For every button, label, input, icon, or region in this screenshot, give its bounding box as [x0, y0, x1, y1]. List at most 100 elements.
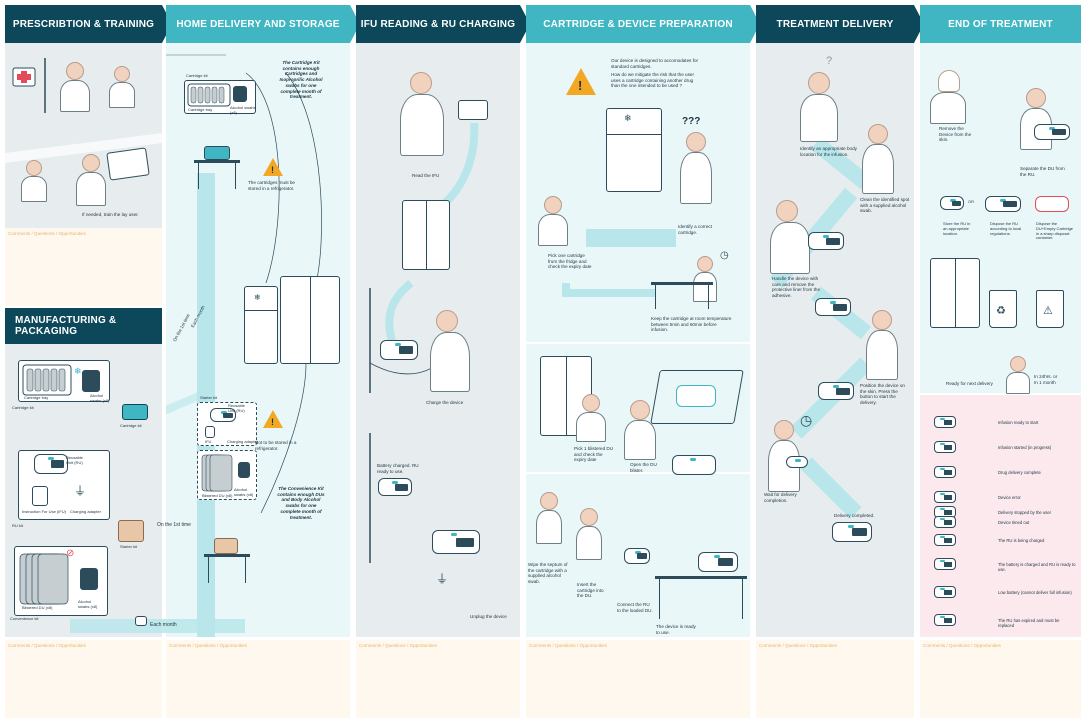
home-swabs-label: Alcohol swabs (x8) — [230, 105, 256, 115]
open-du-note: Open the DU blister. — [630, 462, 657, 473]
warning-mark: ! — [271, 417, 274, 427]
home-adapter-label: Charging adapter — [227, 439, 258, 444]
comments-label: Comments / Questions / Opportunities — [169, 643, 247, 648]
mitigate-note: How do we mitigate the risk that the use… — [611, 72, 694, 89]
connect-note: Connect the RU to the loaded DU. — [617, 602, 653, 613]
header-title: TREATMENT DELIVERY — [776, 18, 894, 30]
du-cartridge — [1035, 196, 1069, 212]
charging-adapter-label: Charging adapter — [70, 509, 101, 514]
opened-du — [672, 455, 716, 475]
home-table — [194, 160, 240, 163]
legend-device-icon — [934, 614, 956, 626]
cartridge-table — [651, 282, 713, 285]
home-cartridge-tray-label: Cartridge tray — [188, 107, 213, 112]
started-device — [818, 382, 854, 400]
home-cartridge-tray — [187, 83, 231, 107]
legend-item-label: The battery is charged and RU is ready t… — [998, 562, 1076, 572]
comments-panel — [356, 640, 520, 718]
header-ifu: IFU READING & RU CHARGING — [356, 5, 520, 43]
header-chevron — [914, 5, 924, 43]
ready-device — [698, 552, 738, 572]
no-fridge-icon: ⊘ — [66, 548, 75, 559]
cupboard-divider — [310, 276, 311, 364]
home-du-label: Blistered DU (x8) — [202, 493, 233, 498]
header-title: CARTRIDGE & DEVICE PREPARATION — [543, 18, 733, 30]
header-manufacturing: MANUFACTURING & PACKAGING — [5, 308, 162, 344]
header-prescription: PRESCRIBTION & TRAINING — [5, 5, 162, 43]
comments-panel — [5, 640, 162, 718]
connected-du — [624, 548, 650, 564]
header-cartridge: CARTRIDGE & DEVICE PREPARATION — [526, 5, 750, 43]
home-starter-kit-box — [197, 402, 257, 446]
insert-note: Insert the cartridge into the DU. — [577, 582, 604, 599]
charging-device — [380, 340, 418, 360]
in-24-note: In 24hrs. or In 1 month — [1034, 374, 1058, 385]
header-chevron — [520, 5, 530, 43]
dispose-ru-label: Dispose the RU according to local regula… — [990, 221, 1022, 236]
comments-panel — [526, 640, 750, 718]
or-label: OR — [968, 199, 974, 204]
comments-panel — [166, 640, 350, 718]
pick-du-note: Pick 1 blistered DU and check the expiry… — [574, 446, 614, 463]
calendar-icon — [135, 616, 147, 626]
table-leg — [742, 579, 743, 619]
legend-item-label: Low battery (cannot deliver full infusio… — [998, 590, 1072, 595]
charged-device — [378, 478, 412, 496]
train-note: If needed, train the lay user. — [82, 212, 139, 217]
home-table-2 — [204, 554, 250, 557]
unplug-note: Unplug the device — [470, 614, 507, 619]
home-cartridge-kit-label: Cartridge kit — [186, 73, 208, 78]
header-chevron — [750, 5, 760, 43]
table-leg — [235, 163, 236, 189]
remove-note: Remove the Device from the skin. — [939, 126, 972, 143]
ifu-booklet-icon — [32, 486, 48, 506]
training-tablet — [106, 147, 150, 181]
du-in-blister — [676, 385, 716, 407]
home-ifu-label: IFU — [205, 439, 212, 444]
design-note: Our device is designed to accomodates fo… — [611, 58, 699, 69]
comments-label: Comments / Questions / Opportunities — [8, 231, 86, 236]
ready-table — [655, 576, 747, 579]
ifu-book-icon — [458, 100, 488, 120]
charging-adapter-icon: ⏚ — [74, 484, 87, 498]
legend-device-icon — [934, 416, 956, 428]
cartridge-tray-label: Cartridge tray — [24, 395, 49, 400]
snowflake-icon: ❄ — [74, 366, 82, 376]
ready-next-note: Ready for next delivery — [946, 381, 993, 386]
ready-note: The device is ready to use. — [656, 624, 696, 635]
legend-item-label: The RU is being charged — [998, 538, 1045, 543]
starter-kit-package — [118, 520, 144, 542]
cupboard-divider — [566, 356, 567, 436]
biohazard-icon: ⚠ — [1043, 305, 1053, 317]
read-ifu-note: Read the IFU — [412, 173, 440, 178]
convenience-kit-label: Convenience kit — [10, 616, 39, 621]
charging-adapter-icon: ⏚ — [436, 572, 449, 586]
dispose-du-label: Dispose the DU+Empty Cartridge in a shar… — [1036, 221, 1074, 241]
starter-kit-label: Starter kit — [120, 544, 138, 549]
alcohol-swabs-label: Alcohol swabs (x8) — [90, 393, 110, 403]
comments-label: Comments / Questions / Opportunities — [359, 643, 437, 648]
waiting-device — [786, 456, 808, 468]
legend-item-label: Infusion started (in progress) — [998, 445, 1052, 450]
legend-item-label: Delivery stopped by the user — [998, 510, 1052, 515]
legend-device-icon — [934, 466, 956, 478]
each-month-label: Each month — [150, 622, 177, 628]
separate-note: Separate the DU from the RU. — [1020, 166, 1065, 177]
cupboard-divider — [955, 258, 956, 328]
pick-one-note: Pick one cartridge from the fridge and c… — [548, 253, 592, 270]
table-leg — [208, 557, 209, 583]
not-fridge-note: Not to be stored in a refrigerator. — [255, 440, 297, 451]
table-leg — [655, 285, 656, 309]
completed-note: Delivery completed. — [834, 513, 875, 518]
header-home: HOME DELIVERY AND STORAGE — [166, 5, 350, 43]
reusable-unit-device — [34, 454, 68, 474]
convenience-kit-note: The Convenience Kit contains enough DUs … — [277, 486, 325, 520]
reusable-unit-label: Reusable Unit (RU) — [66, 455, 83, 465]
wipe-note: Wipe the septum of the cartridge with a … — [528, 562, 568, 585]
warning-mark: ! — [271, 165, 274, 175]
header-end: END OF TREATMENT — [920, 5, 1081, 43]
cartridge-fridge — [606, 108, 662, 192]
comments-panel — [920, 640, 1081, 718]
home-du-stack — [201, 454, 233, 492]
home-ru-device — [210, 408, 236, 422]
